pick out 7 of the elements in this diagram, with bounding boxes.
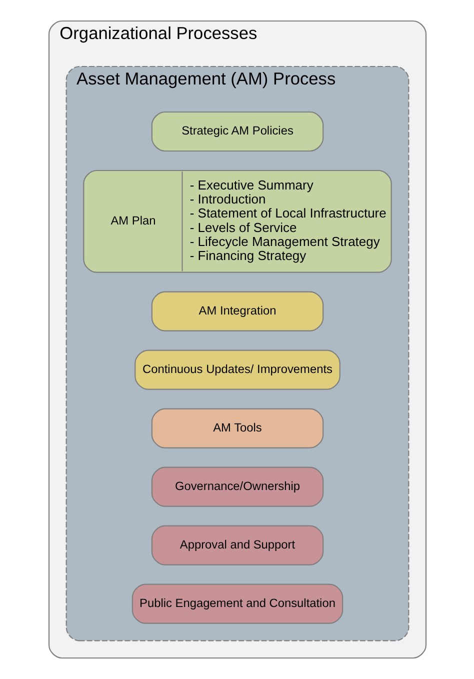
node-box: AM Tools — [150, 408, 324, 448]
node-box: Continuous Updates/ Improvements — [134, 350, 340, 390]
node-box: Public Engagement and Consultation — [131, 584, 343, 624]
node-box: Governance/Ownership — [150, 466, 324, 507]
node-box: AM Integration — [150, 291, 324, 332]
node-box: Approval and Support — [150, 525, 324, 566]
node-box: Strategic AM Policies — [150, 111, 324, 152]
